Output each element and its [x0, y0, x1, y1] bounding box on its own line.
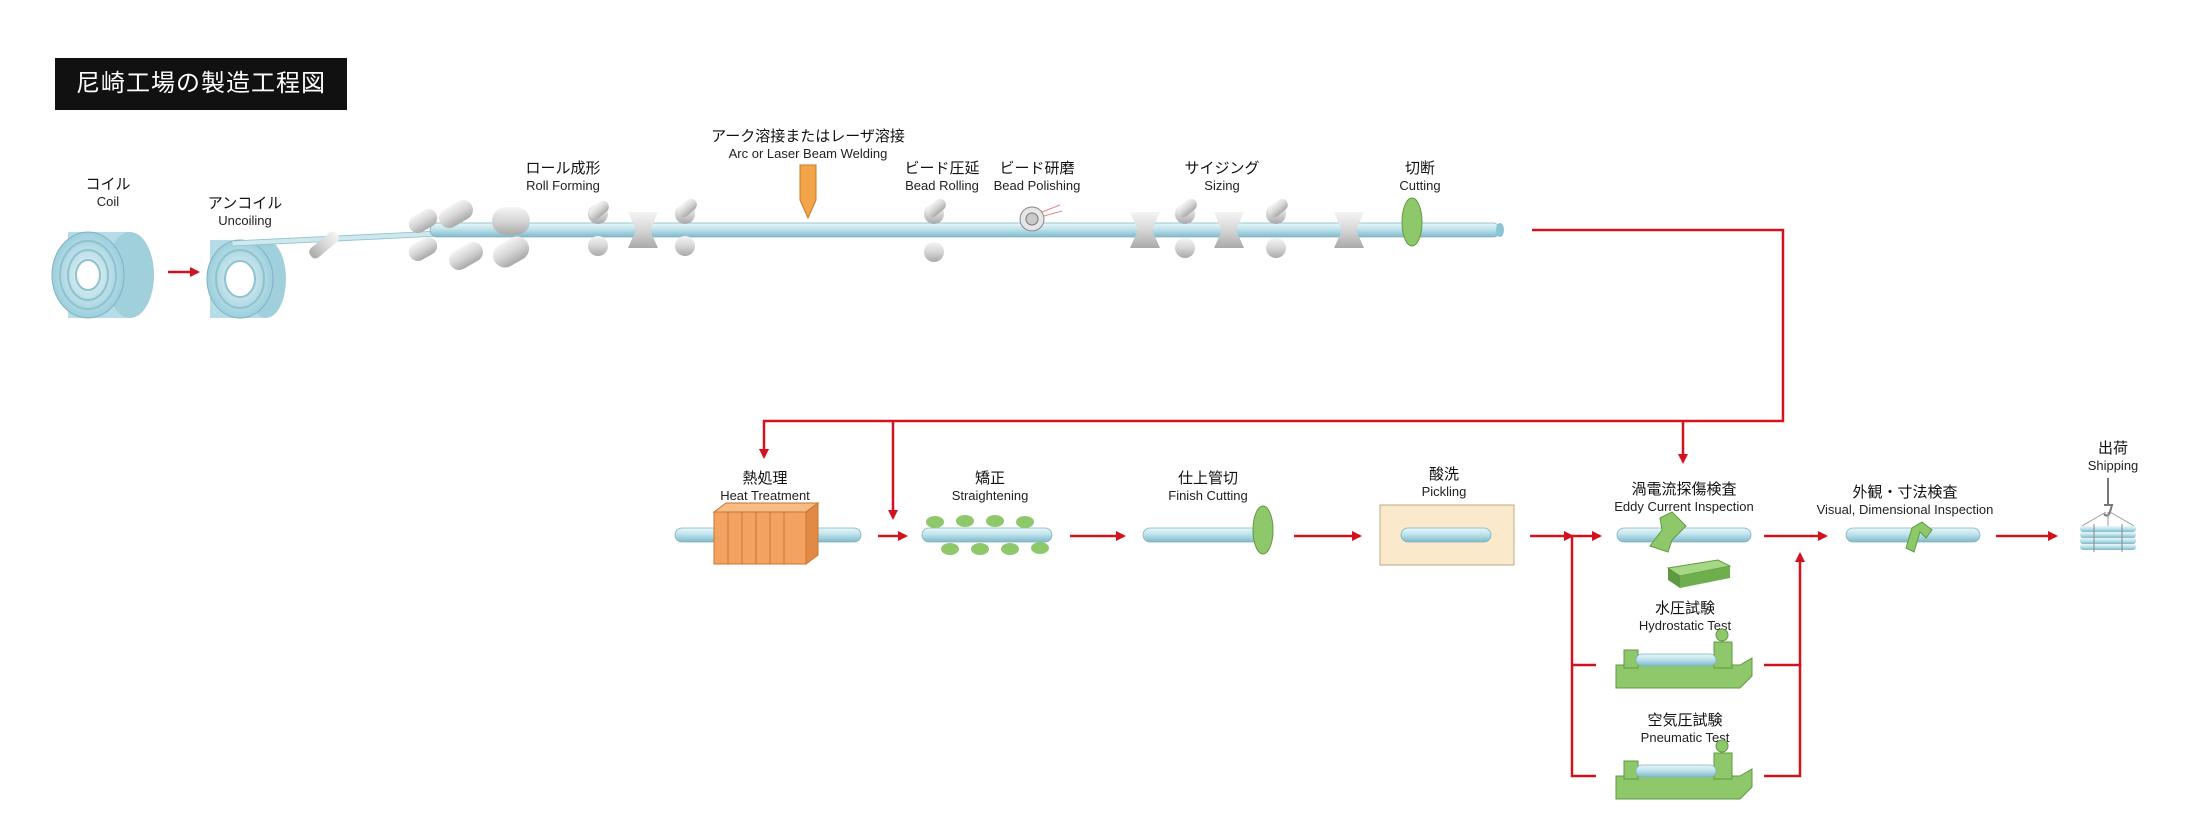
pipe-end	[1496, 223, 1504, 237]
visual-inspection-station	[1845, 521, 1981, 553]
guide-roll	[309, 231, 339, 259]
bead-rolling-rolls	[924, 198, 946, 262]
straightening-machine	[921, 515, 1053, 555]
cutter-disc-icon	[1401, 197, 1423, 247]
sizing-rolls	[1130, 198, 1364, 258]
eddy-current-tester	[1616, 511, 1752, 588]
finish-cutting-machine	[1142, 505, 1274, 555]
shipping-bundle-icon	[2080, 478, 2136, 552]
pneumatic-tester	[1615, 739, 1753, 800]
flow-connector	[759, 228, 1785, 520]
hydrostatic-tester	[1615, 628, 1753, 689]
roll-forming-rolls	[408, 198, 697, 270]
pipe-main	[429, 222, 1501, 238]
heat-treatment-furnace	[674, 502, 862, 565]
welding-torch-icon	[799, 164, 817, 220]
flow-arrows-bottom	[878, 531, 2058, 778]
coil-icon	[51, 231, 154, 319]
pickling-bath	[1379, 504, 1515, 566]
uncoiler-icon	[206, 239, 286, 319]
page-title: 尼崎工場の製造工程図	[55, 58, 347, 110]
bead-polishing-wheel	[1019, 204, 1063, 232]
